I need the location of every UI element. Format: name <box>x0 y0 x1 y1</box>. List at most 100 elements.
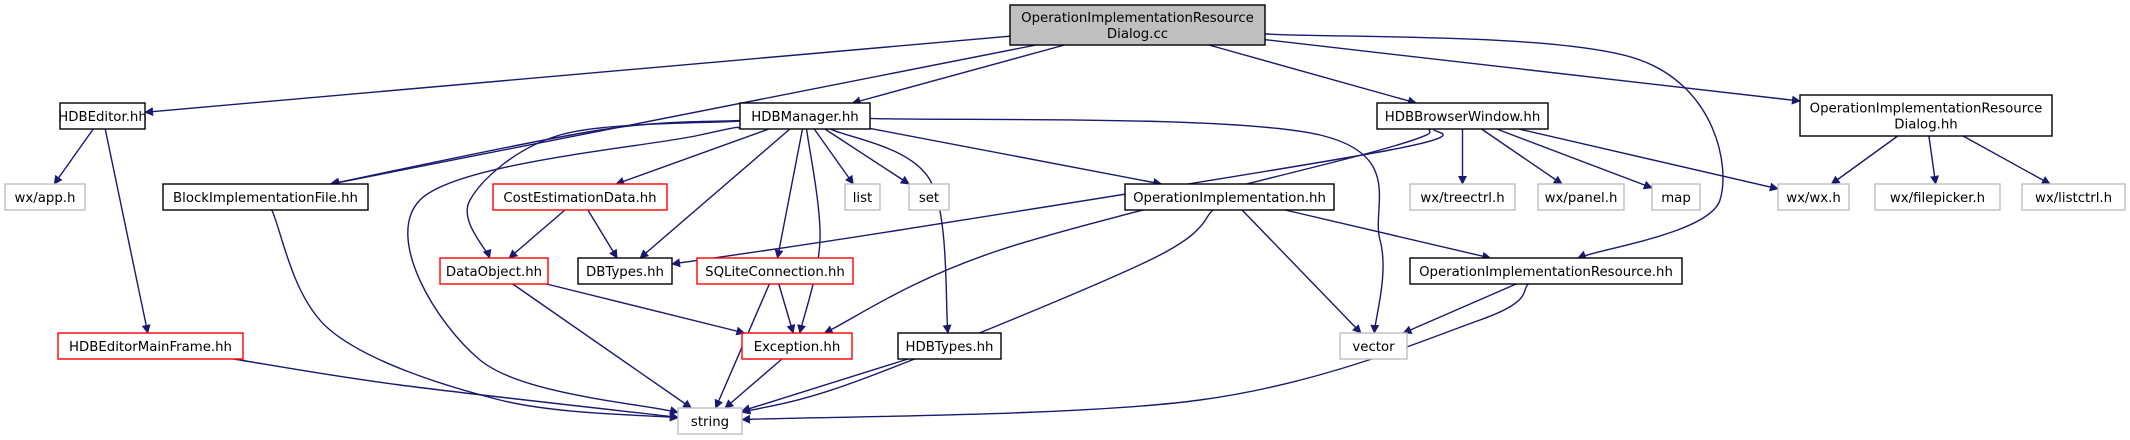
node-hdbbrowser[interactable]: HDBBrowserWindow.hh <box>1376 102 1549 130</box>
edge-hdbmanager-to-dbtypes <box>639 128 791 259</box>
edge-hdbmanager-to-hdbtypes <box>830 128 952 334</box>
node-label: OperationImplementationResource.hh <box>1419 265 1673 280</box>
node-label: wx/panel.h <box>1545 191 1618 206</box>
edge-line <box>724 358 783 409</box>
node-opimpl[interactable]: OperationImplementation.hh <box>1124 183 1335 211</box>
node-string[interactable]: string <box>677 407 743 435</box>
edge-oirdialog-to-wxfilepicker <box>1928 135 1939 185</box>
node-box <box>1409 257 1683 285</box>
edge-line <box>869 127 1163 187</box>
edge-line <box>774 128 804 259</box>
node-label: string <box>691 415 729 430</box>
node-wxtreectrl[interactable]: wx/treectrl.h <box>1409 183 1516 211</box>
node-box <box>4 183 86 211</box>
edge-exception-to-string <box>724 358 783 409</box>
node-dbtypes[interactable]: DBTypes.hh <box>577 257 673 285</box>
node-sqlite[interactable]: SQLiteConnection.hh <box>696 257 854 285</box>
edge-line <box>407 126 741 415</box>
node-box <box>908 183 950 211</box>
node-box <box>1799 94 2053 137</box>
node-box <box>162 183 369 211</box>
edge-line <box>639 128 791 259</box>
node-vector[interactable]: vector <box>1339 332 1408 360</box>
edge-line <box>869 117 1384 334</box>
edge-line <box>830 128 952 334</box>
edge-dataobject-to-exception <box>546 283 746 336</box>
node-exception[interactable]: Exception.hh <box>741 332 853 360</box>
node-list[interactable]: list <box>844 183 881 211</box>
edge-line <box>778 283 796 334</box>
node-label: map <box>1661 191 1691 206</box>
node-label: Dialog.cc <box>1107 27 1168 42</box>
node-wxwx[interactable]: wx/wx.h <box>1777 183 1850 211</box>
node-box <box>696 257 854 285</box>
node-blockimpl[interactable]: BlockImplementationFile.hh <box>162 183 369 211</box>
edge-line <box>546 283 746 336</box>
edge-sqlite-to-exception <box>778 283 796 334</box>
edge-oires-to-vector <box>1402 283 1517 334</box>
edge-line <box>271 209 679 422</box>
node-wxapp[interactable]: wx/app.h <box>4 183 86 211</box>
node-box <box>2021 183 2126 211</box>
node-box <box>844 183 881 211</box>
node-hdbmanager[interactable]: HDBManager.hh <box>739 102 871 130</box>
edge-line <box>741 283 1529 424</box>
node-label: Exception.hh <box>754 340 841 355</box>
node-wxfilepicker[interactable]: wx/filepicker.h <box>1874 183 2001 211</box>
node-box <box>1339 332 1408 360</box>
node-label: HDBTypes.hh <box>906 340 994 355</box>
node-oires[interactable]: OperationImplementationResource.hh <box>1409 257 1683 285</box>
edge-hdbbrowser-to-map <box>1496 128 1653 190</box>
edge-oirdialog-to-wxwx <box>1830 135 1899 185</box>
node-label: HDBManager.hh <box>751 110 859 125</box>
node-box <box>577 257 673 285</box>
node-hdbeditor[interactable]: HDBEditor.hh <box>58 102 147 130</box>
edge-hdbmanager-to-sqlite <box>774 128 804 259</box>
edge-root-to-blockimpl <box>330 44 1037 187</box>
edge-line <box>330 44 1037 187</box>
edge-line <box>1830 135 1899 185</box>
node-map[interactable]: map <box>1651 183 1701 211</box>
edge-costest-to-dataobject <box>508 209 566 259</box>
edge-line <box>587 209 618 259</box>
node-dataobject[interactable]: DataObject.hh <box>439 257 549 285</box>
node-box <box>677 407 743 435</box>
edge-hdbbrowser-to-wxwx <box>1518 128 1779 192</box>
node-wxlistctrl[interactable]: wx/listctrl.h <box>2021 183 2126 211</box>
edge-line <box>741 209 1214 415</box>
edge-oires-to-string <box>741 283 1529 424</box>
edge-blockimpl-to-string <box>271 209 679 422</box>
node-hdbtypes[interactable]: HDBTypes.hh <box>897 332 1002 360</box>
node-wxpanel[interactable]: wx/panel.h <box>1537 183 1625 211</box>
edge-hdbmanager-to-dataobject <box>466 120 741 259</box>
node-label: vector <box>1352 340 1395 355</box>
edge-costest-to-dbtypes <box>587 209 618 259</box>
edge-line <box>1402 283 1517 334</box>
edge-line <box>1284 209 1492 261</box>
edge-line <box>1208 44 1417 106</box>
node-label: wx/treectrl.h <box>1420 191 1504 206</box>
node-label: Dialog.hh <box>1894 118 1957 133</box>
edge-opimpl-to-oires <box>1284 209 1492 261</box>
node-label: wx/listctrl.h <box>2035 191 2112 206</box>
edge-hdbmanager-to-exception <box>797 128 821 334</box>
edge-line <box>824 128 910 185</box>
node-label: BlockImplementationFile.hh <box>173 191 358 206</box>
node-box <box>492 183 668 211</box>
edge-hdbmanager-to-opimpl <box>869 127 1163 187</box>
edge-line <box>1481 128 1563 185</box>
node-mainframe[interactable]: HDBEditorMainFrame.hh <box>57 332 244 360</box>
edge-hdbmanager-to-string <box>407 126 741 415</box>
edge-line <box>144 35 1011 117</box>
edge-dataobject-to-string <box>512 283 693 409</box>
edge-line <box>104 128 151 334</box>
edge-root-to-hdbeditor <box>144 35 1011 117</box>
edge-hdbeditor-to-mainframe <box>104 128 151 334</box>
node-set[interactable]: set <box>908 183 950 211</box>
node-costest[interactable]: CostEstimationData.hh <box>492 183 668 211</box>
edge-hdbtypes-to-string <box>741 358 909 413</box>
edge-line <box>1496 128 1653 190</box>
edge-hdbeditor-to-wxapp <box>53 128 94 185</box>
